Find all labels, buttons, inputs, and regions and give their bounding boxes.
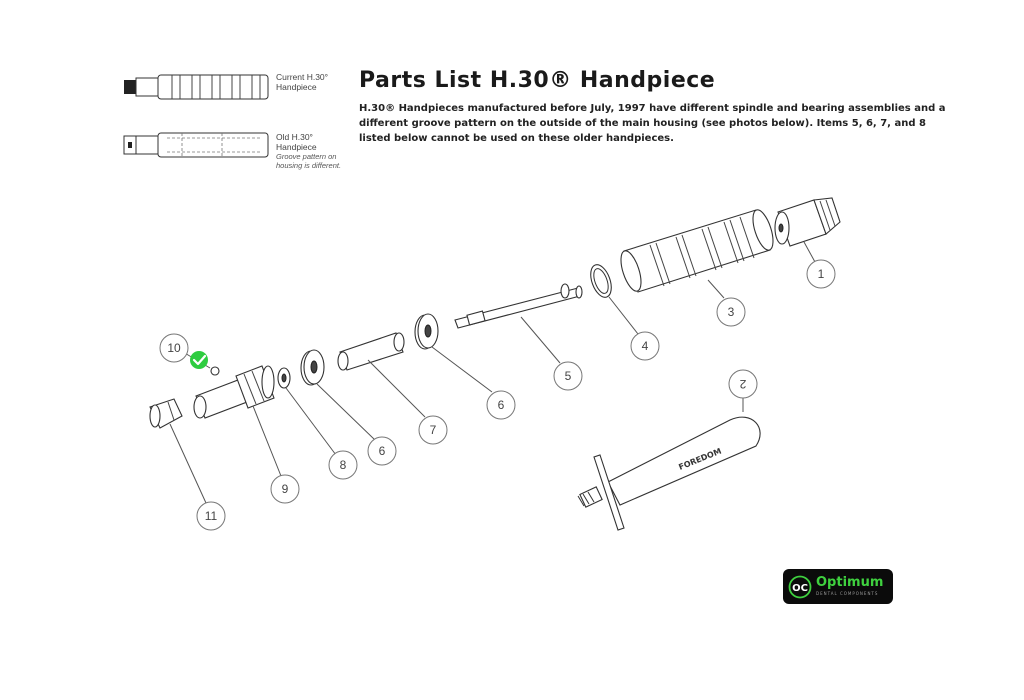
old-handpiece-image — [123, 132, 269, 158]
current-handpiece-image — [124, 74, 269, 100]
callout-8: 8 — [328, 450, 358, 480]
page-description: H.30® Handpieces manufactured before Jul… — [359, 103, 946, 144]
callout-2: 2 — [728, 369, 758, 399]
part-6-bearing-front — [414, 313, 439, 350]
svg-text:1: 1 — [818, 267, 825, 281]
current-handpiece-line2: Handpiece — [276, 82, 317, 92]
callout-4: 4 — [630, 331, 660, 361]
part-4-o-ring — [590, 264, 612, 298]
callout-6-front: 6 — [486, 390, 516, 420]
callout-10: 10 — [159, 333, 189, 363]
old-handpiece-label: Old H.30° Handpiece Groove pattern on ho… — [276, 132, 341, 170]
current-handpiece-line1: Current H.30° — [276, 72, 329, 82]
check-circle-icon — [190, 351, 208, 369]
svg-text:3: 3 — [728, 305, 735, 319]
callout-3: 3 — [716, 297, 746, 327]
part-1-chuck — [774, 197, 841, 247]
optimum-logo-word: Optimum — [816, 575, 884, 590]
part-2-wrench: FOREDOM — [577, 416, 761, 531]
svg-text:10: 10 — [167, 341, 181, 355]
old-handpiece-note2: housing is different. — [276, 161, 342, 170]
optimum-logo-mark-icon: OC — [788, 575, 812, 599]
current-handpiece-thumbnail: Current H.30° Handpiece — [122, 70, 352, 104]
svg-text:6: 6 — [379, 444, 386, 458]
old-handpiece-thumbnail: Old H.30° Handpiece Groove pattern on ho… — [122, 128, 352, 172]
part-6-bearing-rear — [300, 349, 325, 386]
part-5-spindle — [454, 283, 583, 329]
leader-lines — [169, 241, 816, 504]
part-9-nose — [193, 365, 275, 419]
svg-text:7: 7 — [430, 423, 437, 437]
optimum-logo-subtitle: DENTAL COMPONENTS — [816, 591, 879, 596]
svg-text:2: 2 — [739, 377, 746, 391]
callout-9: 9 — [270, 474, 300, 504]
svg-text:5: 5 — [565, 369, 572, 383]
svg-text:OC: OC — [792, 583, 808, 594]
callout-7: 7 — [418, 415, 448, 445]
callout-11: 11 — [196, 501, 226, 531]
svg-text:4: 4 — [642, 339, 649, 353]
optimum-logo: OC Optimum DENTAL COMPONENTS — [783, 569, 893, 604]
old-handpiece-line2: Handpiece — [276, 142, 317, 152]
old-handpiece-note1: Groove pattern on — [276, 152, 337, 161]
old-handpiece-line1: Old H.30° — [276, 132, 313, 142]
svg-text:8: 8 — [340, 458, 347, 472]
part-10-ball — [210, 366, 220, 376]
page-title: Parts List H.30® Handpiece — [359, 68, 716, 93]
callout-6-rear: 6 — [367, 436, 397, 466]
callout-5: 5 — [553, 361, 583, 391]
part-3-housing — [620, 209, 774, 293]
svg-text:11: 11 — [205, 509, 218, 523]
part-8-bearing — [277, 367, 291, 389]
svg-text:6: 6 — [498, 398, 505, 412]
svg-text:9: 9 — [282, 482, 289, 496]
part-7-sleeve — [337, 332, 405, 371]
callout-1: 1 — [806, 259, 836, 289]
current-handpiece-label: Current H.30° Handpiece — [276, 72, 328, 92]
part-11-cap — [149, 398, 183, 429]
